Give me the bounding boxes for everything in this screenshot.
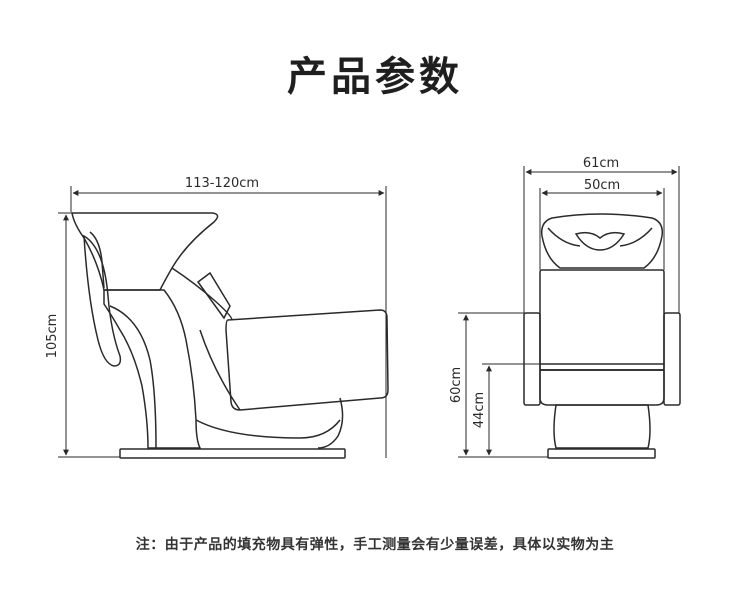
side-view bbox=[58, 186, 389, 459]
side-width-label: 113-120cm bbox=[185, 176, 259, 191]
front-seat-front bbox=[539, 369, 665, 406]
front-right-armrest bbox=[663, 312, 681, 406]
front-armrest-height-label: 60cm bbox=[449, 367, 464, 403]
measurement-note: 注：由于产品的填充物具有弹性，手工测量会有少量误差，具体以实物为主 bbox=[135, 537, 615, 553]
side-armrest bbox=[196, 271, 231, 320]
side-height-label: 105cm bbox=[45, 314, 60, 359]
front-basin-notch bbox=[574, 231, 626, 251]
front-left-armrest bbox=[523, 312, 541, 406]
front-basin-rim bbox=[547, 227, 653, 247]
front-inner-width-label: 50cm bbox=[584, 178, 620, 193]
front-pedestal bbox=[553, 404, 651, 449]
front-outer-width-label: 61cm bbox=[583, 156, 619, 171]
side-neck-rest bbox=[83, 234, 122, 367]
side-basin bbox=[71, 212, 219, 291]
side-lower-base-curve bbox=[195, 419, 341, 439]
side-seat-frame bbox=[171, 267, 233, 321]
side-body bbox=[103, 289, 202, 449]
side-base bbox=[119, 448, 346, 459]
side-body-inner bbox=[109, 305, 157, 449]
front-base bbox=[547, 448, 656, 459]
side-lower-support bbox=[199, 329, 344, 449]
page-title: 产品参数 bbox=[287, 54, 463, 100]
front-seat-height-label: 44cm bbox=[472, 392, 487, 428]
front-view bbox=[458, 166, 681, 459]
front-backrest bbox=[539, 269, 665, 371]
front-basin bbox=[540, 213, 664, 269]
side-seat-cushion bbox=[225, 309, 389, 411]
